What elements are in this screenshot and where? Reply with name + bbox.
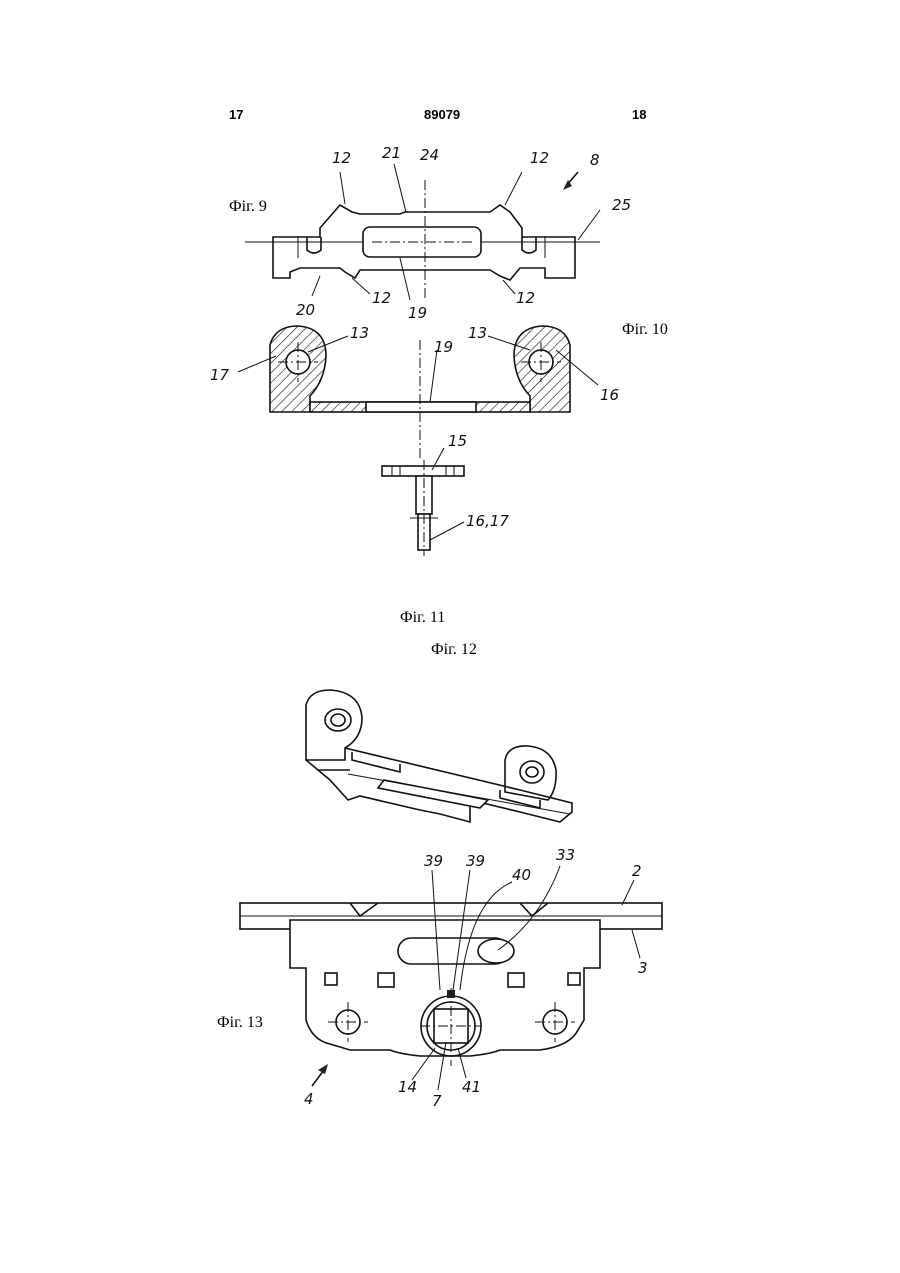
ref-label: 13	[350, 324, 369, 342]
fig13-square-hole	[325, 973, 337, 985]
fig11-head-15	[382, 466, 464, 476]
fig13-square-hole	[378, 973, 394, 987]
ref-label: 15	[448, 432, 467, 450]
ref-label: 19	[434, 338, 453, 356]
ref-label: 41	[462, 1078, 481, 1096]
ref-label: 2	[632, 862, 642, 880]
ref-label: 20	[296, 301, 315, 319]
ref-label: 24	[420, 146, 439, 164]
fig10-slot-19	[366, 402, 476, 412]
figure-13-drawing: 39 39 40 33 2 3 14 7 41 4	[240, 846, 662, 1110]
figure-11-drawing: 15 16,17	[382, 432, 509, 556]
fig13-square-hole	[508, 973, 524, 987]
figure-10-caption: Фіг. 10	[622, 321, 668, 339]
fig9-left-notch	[307, 237, 321, 253]
ref-label: 7	[432, 1092, 442, 1110]
ref-label: 17	[210, 366, 230, 384]
ref-label: 39	[424, 852, 443, 870]
ref-label: 39	[466, 852, 485, 870]
fig13-slide-33	[478, 939, 514, 963]
figure-12-drawing	[306, 690, 572, 822]
ref-label: 16,17	[466, 512, 509, 530]
ref-label: 8	[590, 151, 600, 169]
figure-11-caption: Фіг. 11	[400, 609, 445, 627]
ref-label: 12	[332, 149, 351, 167]
fig13-square-hole	[568, 973, 580, 985]
ref-label: 12	[530, 149, 549, 167]
ref-label: 16	[600, 386, 619, 404]
ref-label: 21	[382, 144, 401, 162]
ref-label: 12	[516, 289, 535, 307]
figure-13-caption: Фіг. 13	[217, 1014, 263, 1032]
ref-label: 4	[304, 1090, 314, 1108]
ref-label: 3	[638, 959, 648, 977]
figure-10-drawing: 17 13 19 13 16	[210, 324, 619, 460]
ref-label: 19	[408, 304, 427, 322]
ref-label: 33	[556, 846, 575, 864]
ref-label: 25	[612, 196, 631, 214]
ref-label: 14	[398, 1078, 417, 1096]
figure-12-caption: Фіг. 12	[431, 641, 477, 659]
ref-label: 40	[512, 866, 531, 884]
fig9-right-notch	[522, 237, 536, 253]
arrow-4	[312, 1070, 324, 1086]
figure-9-drawing: 12 21 24 12 8 25 20 12 19 12	[245, 144, 631, 322]
ref-label: 13	[468, 324, 487, 342]
figure-9-caption: Фіг. 9	[229, 198, 267, 216]
ref-label: 12	[372, 289, 391, 307]
